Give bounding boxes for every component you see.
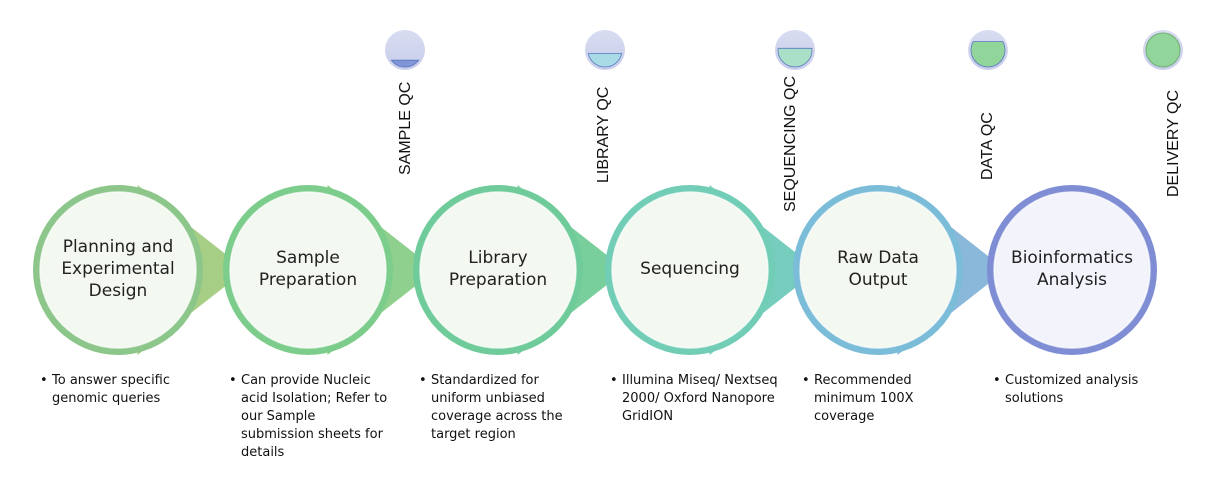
qc-indicator-delivery-qc	[1143, 30, 1183, 70]
stage-description-library-preparation: • Standardized for uniform unbiased cover…	[419, 372, 591, 444]
bullet-text: Customized analysis solutions	[1005, 373, 1139, 406]
bullet-icon: •	[993, 373, 1001, 388]
stage-title-bioinformatics-analysis: Bioinformatics Analysis	[1011, 248, 1133, 290]
stage-title-sample-preparation: Sample Preparation	[258, 248, 358, 290]
bullet-text: Can provide Nucleic acid Isolation; Refe…	[241, 373, 388, 460]
stage-title-raw-data-output: Raw Data Output	[837, 248, 919, 290]
bullet-text: Recommended minimum 100X coverage	[814, 373, 914, 424]
stage-circle-planning-and-experimental-design	[33, 185, 203, 355]
qc-indicator-data-qc	[968, 30, 1008, 70]
stage-circle-bioinformatics-analysis	[987, 185, 1157, 355]
qc-label-sequencing-qc: SEQUENCING QC	[782, 75, 799, 212]
stage-description-sample-preparation: • Can provide Nucleic acid Isolation; Ref…	[229, 372, 391, 462]
bullet-text: Standardized for uniform unbiased covera…	[431, 373, 563, 442]
bullet-icon: •	[229, 373, 237, 388]
bullet-icon: •	[40, 373, 48, 388]
qc-label-delivery-qc: DELIVERY QC	[1165, 89, 1182, 197]
qc-indicator-sample-qc	[385, 30, 425, 70]
stage-title-library-preparation: Library Preparation	[448, 248, 548, 290]
bullet-icon: •	[610, 373, 618, 388]
qc-label-data-qc: DATA QC	[979, 112, 996, 180]
stage-title-planning-and-experimental-design: Planning and Experimental Design	[61, 237, 175, 301]
bullet-icon: •	[802, 373, 810, 388]
stage-circle-sequencing	[605, 185, 775, 355]
stage-description-bioinformatics-analysis: • Customized analysis solutions	[993, 372, 1165, 408]
stage-circle-library-preparation	[413, 185, 583, 355]
stage-description-planning-and-experimental-design: • To answer specific genomic queries	[40, 372, 212, 408]
stage-title-sequencing: Sequencing	[640, 259, 740, 279]
stage-circle-sample-preparation	[223, 185, 393, 355]
stage-description-raw-data-output: • Recommended minimum 100X coverage	[802, 372, 974, 426]
qc-indicator-library-qc	[585, 30, 625, 70]
bullet-text: To answer specific genomic queries	[52, 373, 171, 406]
bullet-icon: •	[419, 373, 427, 388]
qc-indicator-sequencing-qc	[775, 30, 815, 70]
stage-circle-raw-data-output	[793, 185, 963, 355]
qc-label-sample-qc: SAMPLE QC	[397, 81, 414, 175]
bullet-text: Illumina Miseq/ Nextseq 2000/ Oxford Nan…	[622, 373, 778, 424]
qc-label-library-qc: LIBRARY QC	[595, 86, 612, 183]
stage-description-sequencing: • Illumina Miseq/ Nextseq 2000/ Oxford Na…	[610, 372, 782, 426]
